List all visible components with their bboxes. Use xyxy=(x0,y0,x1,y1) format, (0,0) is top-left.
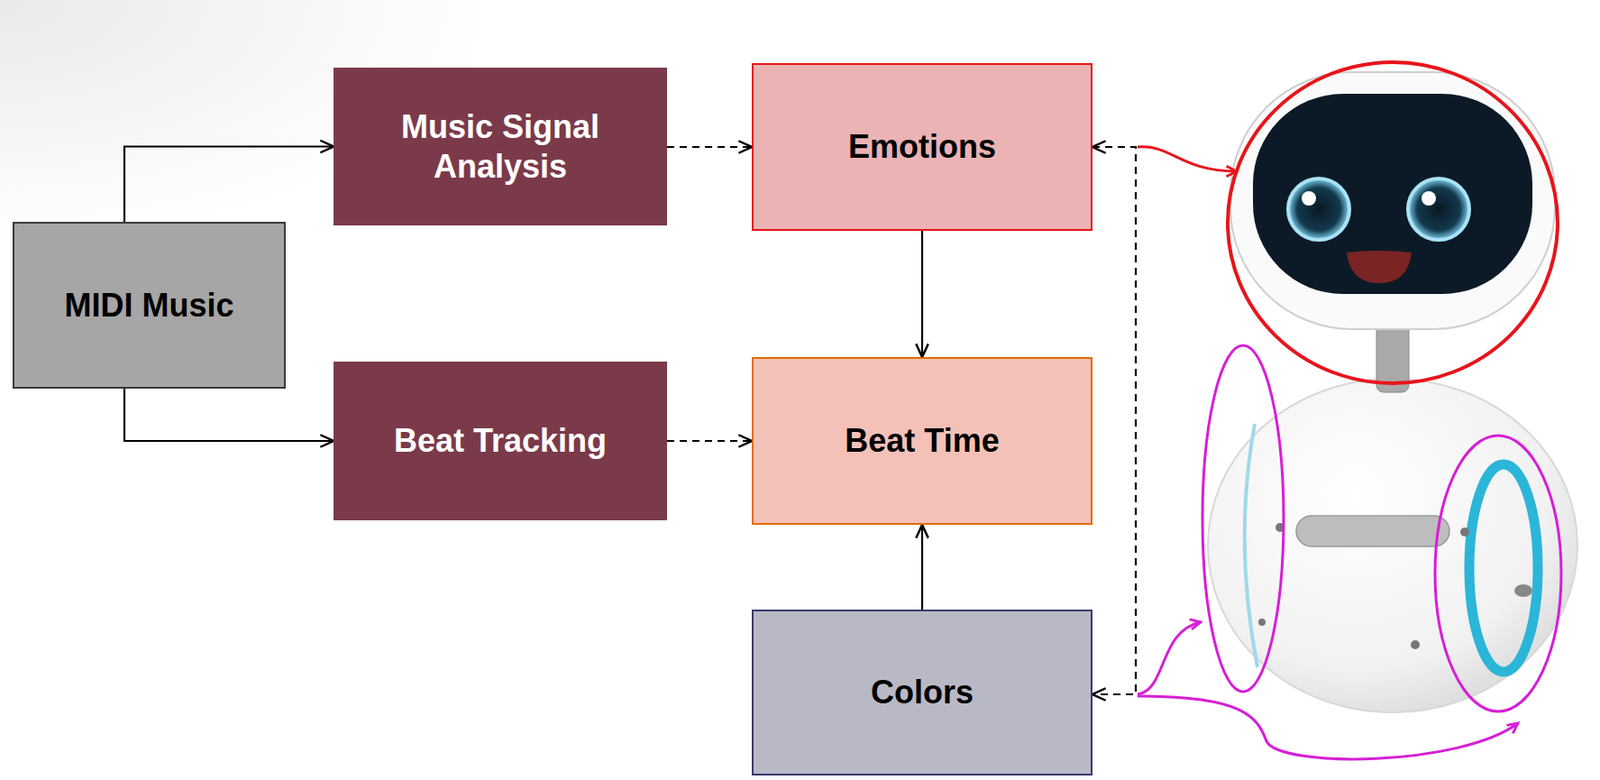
connector xyxy=(124,388,334,441)
sensor xyxy=(1514,584,1533,597)
dashed-connector xyxy=(667,146,752,148)
output-box: Colors xyxy=(751,609,1093,776)
connector xyxy=(124,146,334,223)
wheel-highlight xyxy=(1435,435,1562,712)
right-ring xyxy=(1469,464,1538,672)
node-label: Beat Time xyxy=(844,420,999,460)
dashed-connector xyxy=(1092,146,1136,695)
eye-highlight xyxy=(1301,191,1317,206)
head-highlight xyxy=(1227,62,1558,384)
node-label: Music Signal Analysis xyxy=(383,107,618,185)
connector xyxy=(921,230,924,357)
output-box: Emotions xyxy=(751,63,1093,231)
sensor-dot xyxy=(1258,618,1266,626)
node-label: Beat Tracking xyxy=(393,420,607,460)
robot-screen xyxy=(1252,93,1533,294)
eye-highlight xyxy=(1421,191,1436,206)
callout-arrow xyxy=(1137,146,1237,172)
sensor-dot xyxy=(1460,527,1470,537)
left-ring xyxy=(1244,423,1258,668)
robot-head xyxy=(1230,72,1555,330)
callout-arrow xyxy=(1137,695,1518,759)
process-box: Beat Tracking xyxy=(333,361,668,521)
robot-body xyxy=(1207,378,1578,713)
input-box: MIDI Music xyxy=(12,221,286,389)
speaker-grille xyxy=(1296,515,1450,547)
node-label: Colors xyxy=(870,672,974,712)
callout-arrow xyxy=(1137,621,1201,695)
output-box: Beat Time xyxy=(751,356,1093,525)
node-label: MIDI Music xyxy=(64,285,234,325)
connector xyxy=(921,524,924,610)
process-box: Music Signal Analysis xyxy=(333,67,668,226)
dashed-connector xyxy=(667,439,752,442)
sensor-dot xyxy=(1410,640,1420,650)
robot-eye xyxy=(1408,178,1470,240)
robot-mouth xyxy=(1346,250,1412,284)
wheel-highlight xyxy=(1202,345,1284,692)
node-label: Emotions xyxy=(848,127,997,166)
robot-eye xyxy=(1288,178,1350,240)
